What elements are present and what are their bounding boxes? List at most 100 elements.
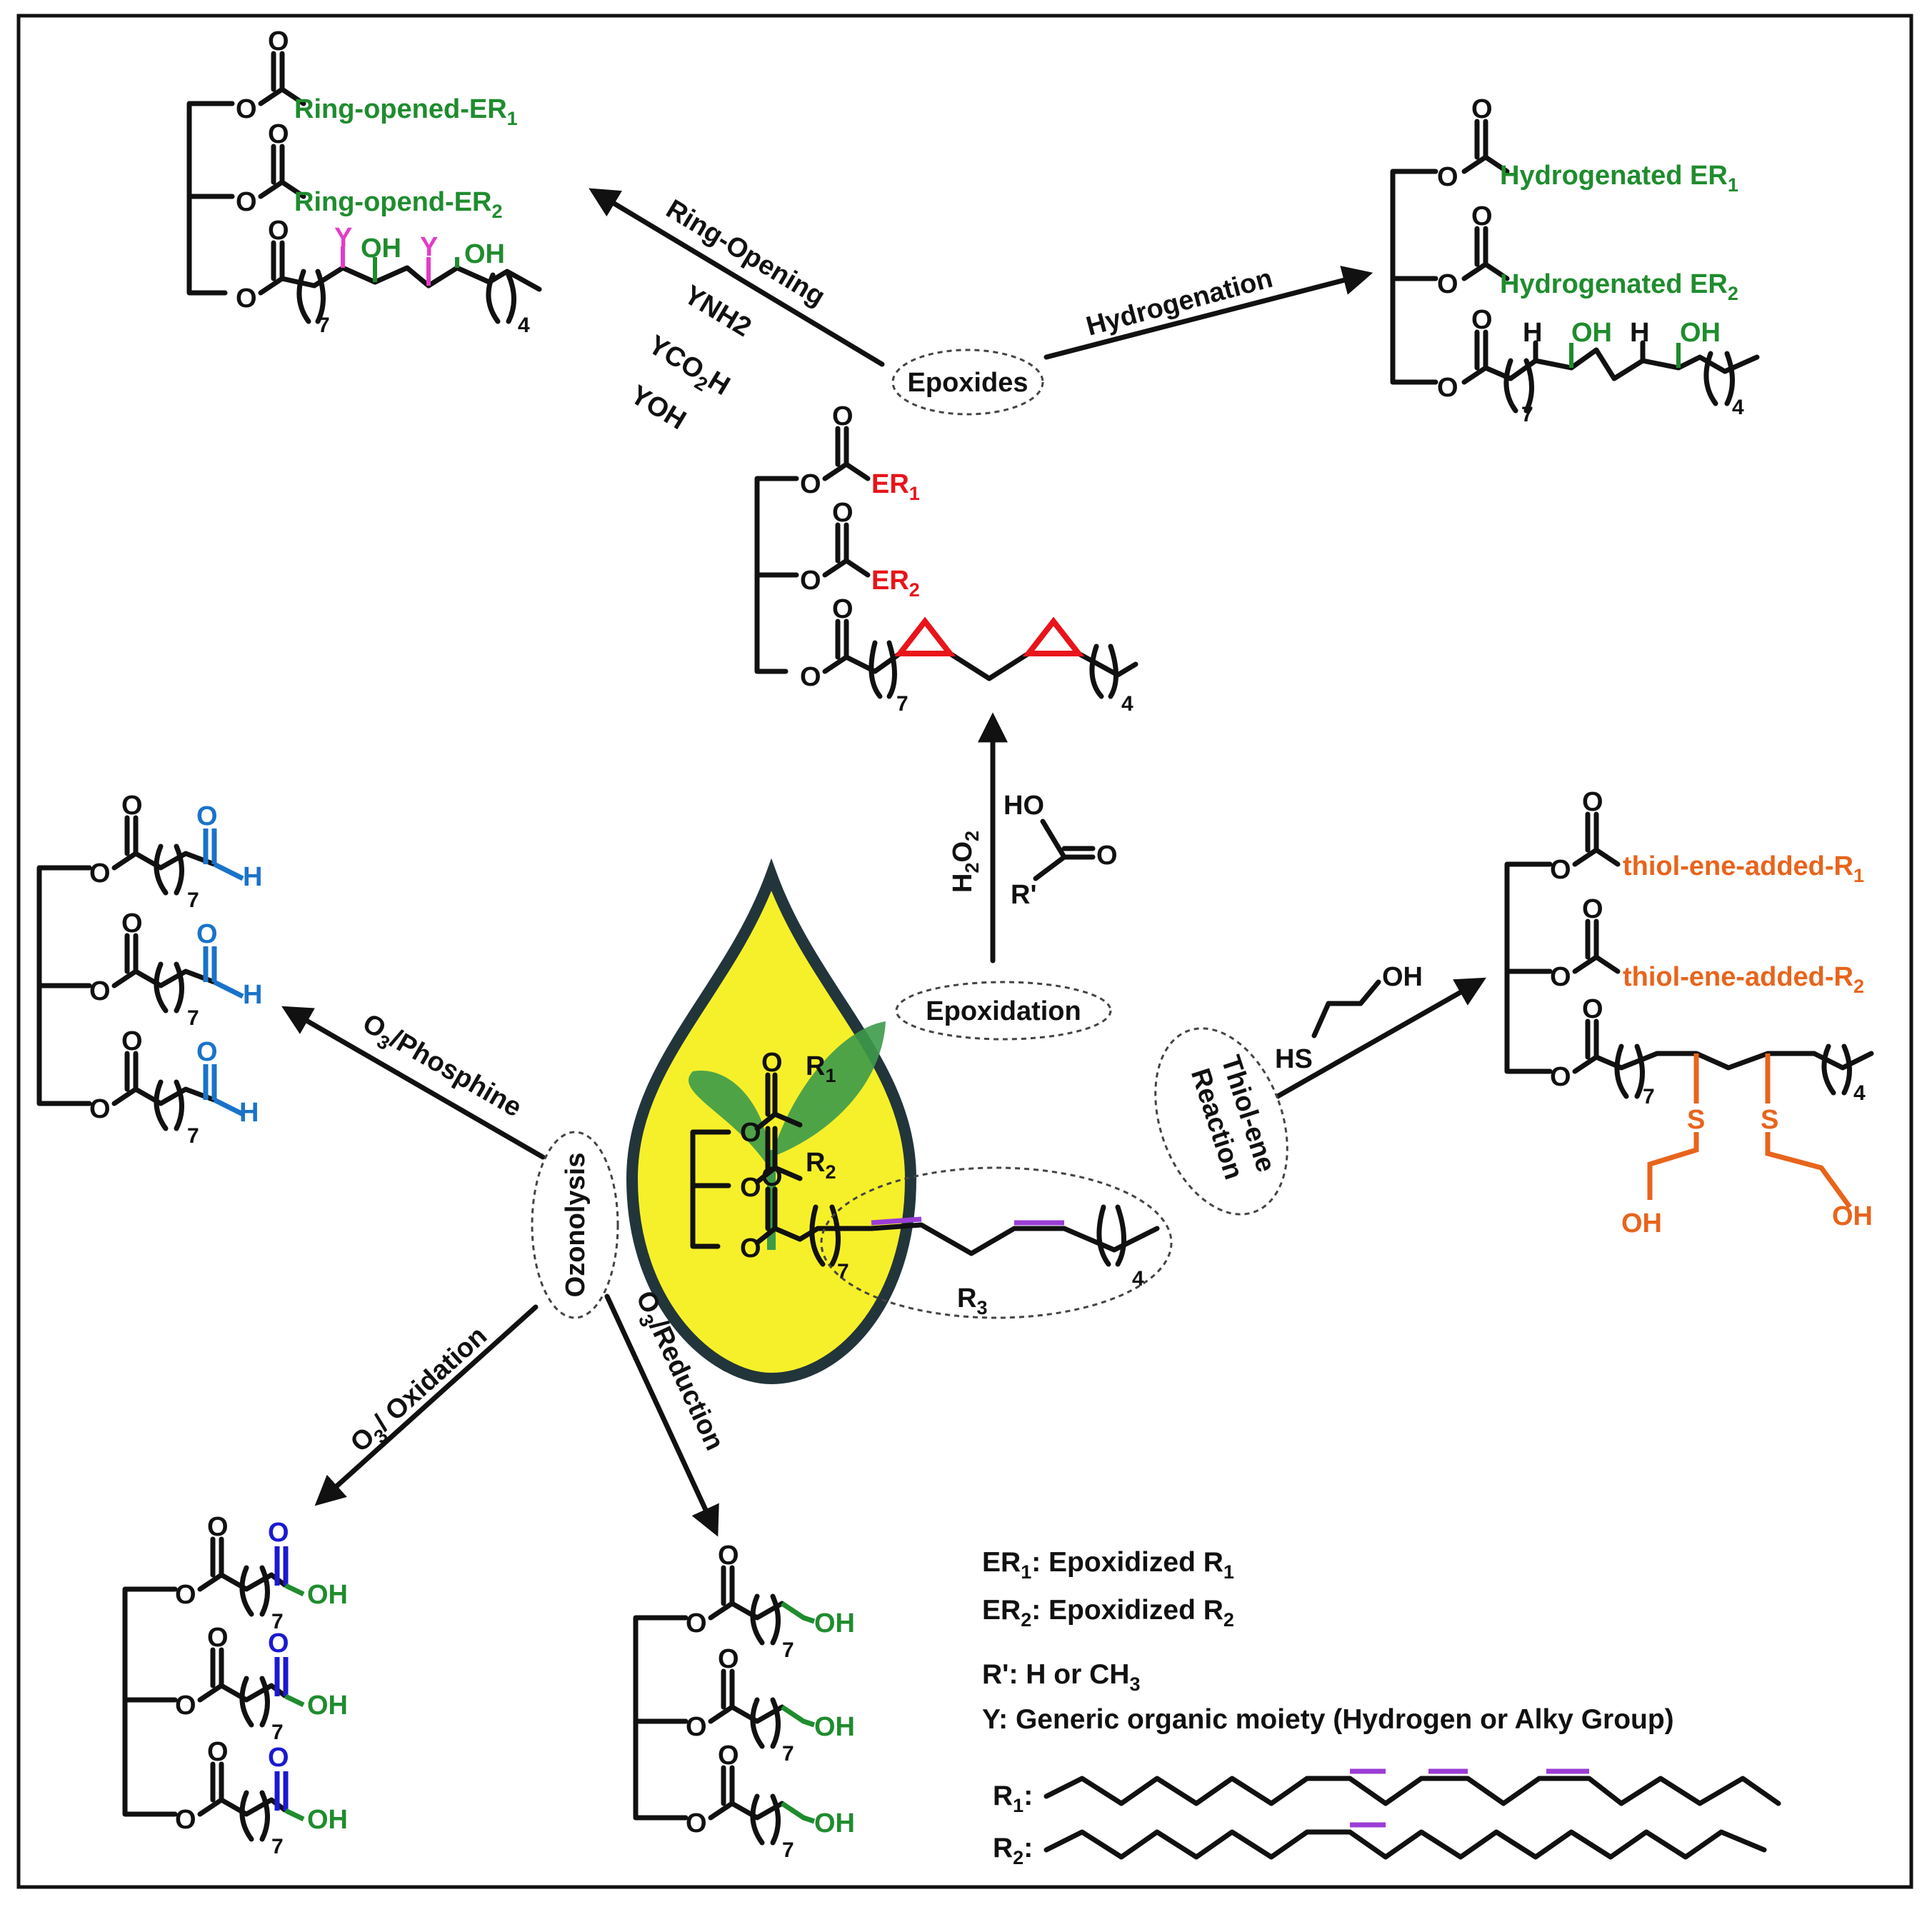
svg-text:7: 7 bbox=[187, 1006, 199, 1030]
svg-text:OH: OH bbox=[1621, 1208, 1662, 1238]
reaction-arrows bbox=[281, 188, 1486, 1537]
svg-text:O: O bbox=[1582, 994, 1603, 1024]
svg-text:R2:: R2: bbox=[993, 1833, 1033, 1868]
svg-text:ER2: Epoxidized R2: ER2: Epoxidized R2 bbox=[982, 1595, 1234, 1631]
svg-text:H: H bbox=[243, 862, 262, 892]
node-epoxidation: Epoxidation bbox=[895, 981, 1112, 1041]
svg-text:Ring-opened-ER1: Ring-opened-ER1 bbox=[294, 94, 518, 129]
svg-text:O: O bbox=[1582, 787, 1603, 817]
svg-text:O: O bbox=[740, 1233, 761, 1263]
r2-chain bbox=[1043, 1829, 1767, 1860]
svg-text:O: O bbox=[236, 187, 257, 217]
svg-text:Ozonolysis: Ozonolysis bbox=[561, 1153, 591, 1298]
svg-text:O: O bbox=[1550, 855, 1571, 885]
svg-text:O: O bbox=[718, 1541, 739, 1571]
carboxylic-acid-structure: O O O OH 7 O O O OH 7 O bbox=[122, 1512, 348, 1858]
svg-text:O: O bbox=[740, 1118, 761, 1148]
svg-text:Epoxidation: Epoxidation bbox=[926, 996, 1081, 1026]
legend: ER1: Epoxidized R1 ER2: Epoxidized R2 R'… bbox=[982, 1547, 1781, 1868]
svg-text:HS: HS bbox=[1275, 1044, 1313, 1074]
node-ozonolysis: Ozonolysis bbox=[531, 1131, 619, 1319]
svg-text:O: O bbox=[1550, 962, 1571, 992]
acid-row: O O O OH 7 bbox=[175, 1623, 348, 1744]
svg-text:7: 7 bbox=[782, 1638, 794, 1662]
svg-text:O: O bbox=[207, 1512, 229, 1542]
alcohol-row: O O OH 7 bbox=[686, 1644, 855, 1766]
svg-text:H: H bbox=[243, 980, 262, 1010]
svg-text:7: 7 bbox=[1521, 403, 1533, 426]
ring-opened-structure: O O Ring-opened-ER1 O O Ring-opend-ER2 O… bbox=[186, 26, 542, 337]
svg-text:R': R' bbox=[1011, 880, 1036, 910]
svg-text:thiol-ene-added-R1: thiol-ene-added-R1 bbox=[1623, 851, 1864, 886]
svg-text:O: O bbox=[832, 594, 854, 624]
alcohol-row: O O OH 7 bbox=[686, 1541, 855, 1662]
arrow-o3-oxidation bbox=[314, 1304, 539, 1506]
svg-text:R1: R1 bbox=[806, 1051, 836, 1086]
acid-row: O O O OH 7 bbox=[175, 1737, 348, 1858]
svg-text:O: O bbox=[718, 1741, 739, 1771]
svg-text:7: 7 bbox=[1643, 1085, 1655, 1108]
acid-row: O O O OH 7 bbox=[175, 1512, 348, 1633]
svg-text:7: 7 bbox=[837, 1260, 849, 1283]
svg-text:OH: OH bbox=[307, 1691, 348, 1721]
svg-text:OH: OH bbox=[464, 239, 505, 269]
svg-text:O: O bbox=[121, 909, 143, 939]
svg-text:O: O bbox=[268, 26, 289, 56]
aldehyde-row: O O O H 7 bbox=[89, 1026, 259, 1148]
svg-text:S: S bbox=[1687, 1105, 1705, 1135]
svg-text:O: O bbox=[800, 469, 821, 499]
svg-text:OH: OH bbox=[814, 1808, 855, 1838]
h2o2-label: H2O2 bbox=[948, 831, 983, 893]
svg-text:O: O bbox=[207, 1737, 229, 1767]
alcohol-structure: O O OH 7 O O OH 7 O O OH 7 bbox=[633, 1541, 855, 1862]
svg-text:O: O bbox=[1550, 1062, 1571, 1092]
svg-text:4: 4 bbox=[1853, 1081, 1866, 1105]
svg-text:Y: Y bbox=[334, 223, 352, 253]
svg-text:7: 7 bbox=[271, 1721, 284, 1744]
drop-shape bbox=[626, 858, 917, 1385]
tg-backbone bbox=[690, 1129, 731, 1249]
svg-text:O: O bbox=[1582, 894, 1603, 924]
aldehyde-structure: O O O H 7 O O O H 7 O O O bbox=[36, 791, 262, 1148]
svg-text:R': H or CH3: R': H or CH3 bbox=[982, 1659, 1140, 1695]
svg-text:O: O bbox=[268, 216, 289, 246]
svg-text:7: 7 bbox=[318, 314, 330, 337]
svg-text:O: O bbox=[175, 1691, 196, 1721]
hydrogenated-structure: O O Hydrogenated ER1 O O Hydrogenated ER… bbox=[1390, 94, 1760, 426]
svg-text:7: 7 bbox=[896, 692, 909, 716]
arrow-o3-reduction bbox=[604, 1293, 719, 1537]
svg-text:thiol-ene-added-R2: thiol-ene-added-R2 bbox=[1623, 962, 1864, 997]
oil-drop: O O R1 O R2 O O 7 4 R3 bbox=[626, 858, 1173, 1385]
svg-text:ER1: ER1 bbox=[871, 469, 920, 504]
svg-text:O: O bbox=[268, 1518, 289, 1548]
svg-text:H: H bbox=[239, 1098, 259, 1128]
svg-text:S: S bbox=[1761, 1105, 1778, 1135]
svg-text:7: 7 bbox=[782, 1742, 794, 1766]
svg-text:H: H bbox=[1523, 318, 1542, 348]
svg-text:O: O bbox=[761, 1048, 783, 1078]
svg-text:O: O bbox=[268, 1743, 289, 1773]
svg-text:O: O bbox=[761, 1162, 783, 1192]
svg-text:Epoxides: Epoxides bbox=[908, 368, 1028, 398]
svg-text:7: 7 bbox=[271, 1835, 284, 1858]
svg-text:OH: OH bbox=[1382, 962, 1423, 992]
svg-text:ER2: ER2 bbox=[871, 566, 920, 601]
node-epoxides: Epoxides bbox=[891, 349, 1044, 416]
svg-text:OH: OH bbox=[814, 1712, 855, 1742]
peracid-structure: HO O R' bbox=[1003, 791, 1118, 910]
svg-text:OH: OH bbox=[307, 1805, 348, 1835]
svg-text:O: O bbox=[121, 791, 143, 821]
aldehyde-row: O O O H 7 bbox=[89, 909, 262, 1030]
svg-text:O: O bbox=[686, 1608, 707, 1638]
svg-text:OH: OH bbox=[307, 1580, 348, 1610]
svg-text:HO: HO bbox=[1003, 791, 1044, 821]
svg-text:R2: R2 bbox=[806, 1148, 836, 1183]
leaf-left-icon bbox=[689, 1071, 771, 1171]
svg-text:ER1: Epoxidized R1: ER1: Epoxidized R1 bbox=[982, 1547, 1234, 1583]
svg-text:O: O bbox=[121, 1026, 143, 1056]
svg-text:O: O bbox=[196, 919, 218, 949]
svg-text:4: 4 bbox=[518, 314, 530, 337]
svg-text:Hydrogenated ER1: Hydrogenated ER1 bbox=[1500, 161, 1738, 196]
svg-text:O: O bbox=[832, 401, 854, 431]
